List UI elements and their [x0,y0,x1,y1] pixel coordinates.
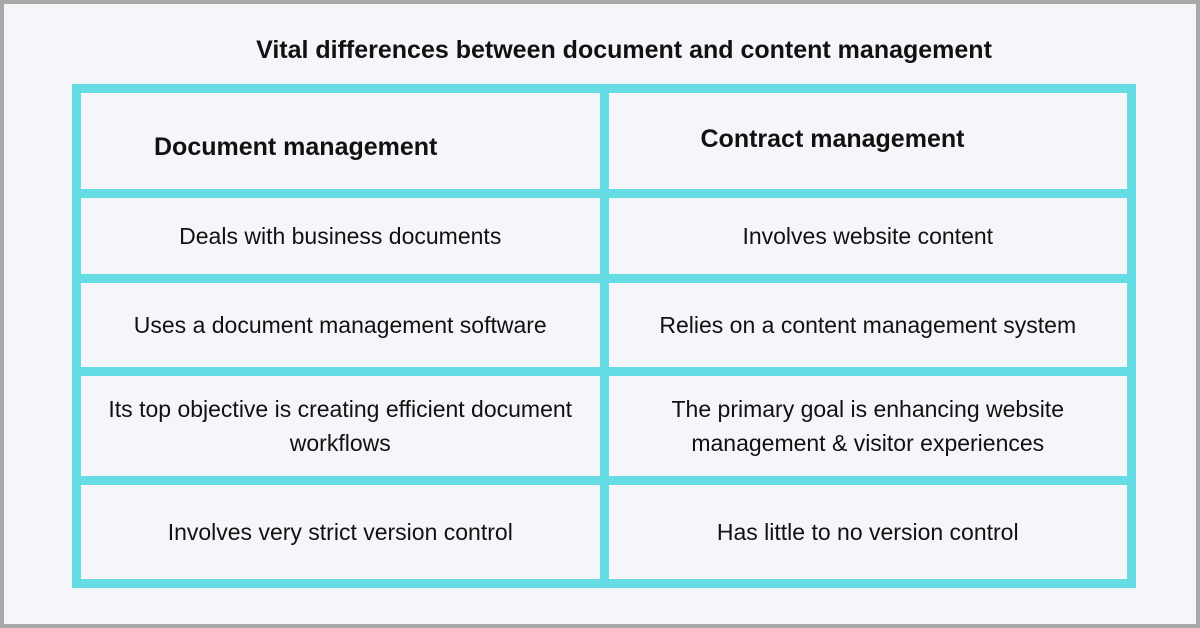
table-cell: Deals with business documents [81,198,600,274]
table-cell: Its top objective is creating efficient … [81,376,600,476]
table-cell: Involves website content [608,198,1127,274]
table-cell: Relies on a content management system [608,283,1127,367]
table-cell: Has little to no version control [608,485,1127,579]
table-cell: Involves very strict version control [81,485,600,579]
table-cell: The primary goal is enhancing website ma… [608,376,1127,476]
column-header-document-management: Document management [81,93,600,189]
page-title: Vital differences between document and c… [256,36,992,64]
table-cell: Uses a document management software [81,283,600,367]
comparison-table: Document management Contract management … [72,84,1136,588]
column-header-contract-management: Contract management [608,93,1127,189]
